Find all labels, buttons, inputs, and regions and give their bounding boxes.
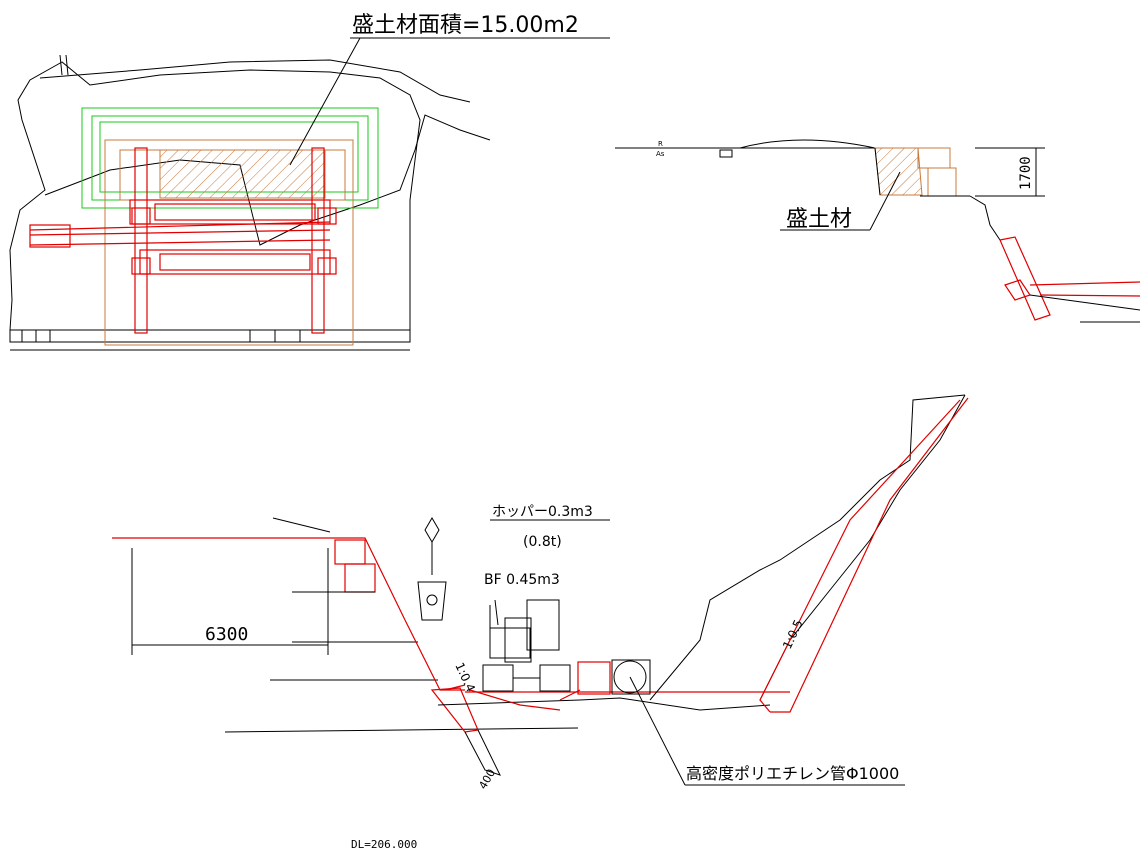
upper-boundary [39,59,471,103]
fill-area-label: 盛土材面積=15.00m2 [352,13,579,38]
hopper-weight-label: (0.8t) [523,534,562,550]
pile-size: 400 [476,767,498,792]
hopper-label: ホッパー0.3m3 [492,504,593,520]
road-mark-as: As [656,150,665,158]
height-dimension: 1700 [1018,156,1034,190]
pipe-label: 高密度ポリエチレン管Φ1000 [686,764,899,783]
crane-plan [29,147,337,334]
main-section-view: 6300 1:0.4 400 ホッパー0.3m3 (0.8t) BF 0.45m… [112,394,969,851]
plan-view: 盛土材面積=15.00m2 [9,13,610,351]
fill-area-hatch [159,149,326,199]
width-dimension: 6300 [205,624,248,645]
road-mark-r: R [658,140,663,148]
small-section-view: R As 1700 盛土材 [615,139,1141,323]
fill-material-hatch [874,147,923,196]
fill-material-label: 盛土材 [786,207,852,232]
hopper-bucket [417,517,447,621]
slope-right: 1:0.5 [780,617,806,651]
slope-left: 1:0.4 [452,660,478,694]
datum-label: DL=206.000 [351,838,417,851]
backhoe: BF 0.45m3 [482,572,571,692]
backhoe-label: BF 0.45m3 [484,572,560,588]
